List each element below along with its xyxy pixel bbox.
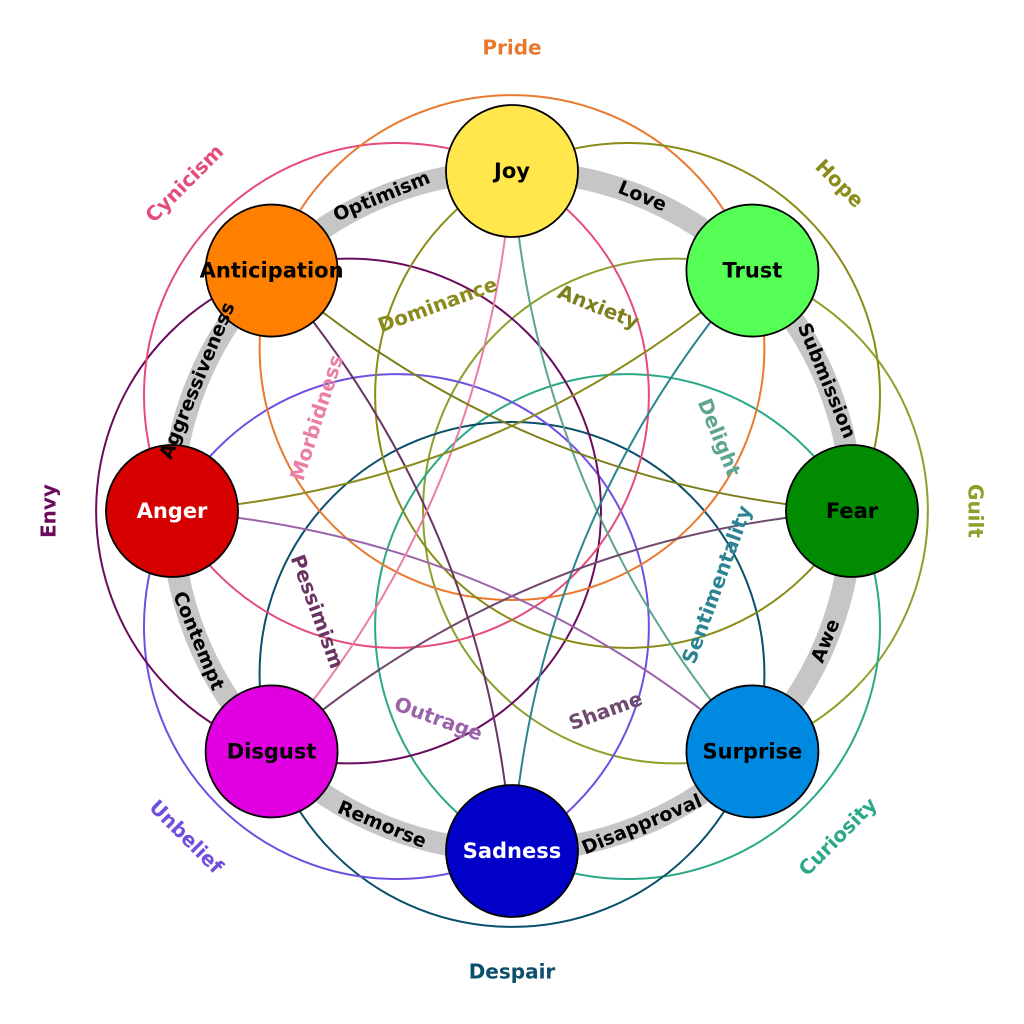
- secondary-arc-pride: [258, 94, 766, 601]
- emotion-nodes: JoyTrustFearSurpriseSadnessDisgustAngerA…: [105, 104, 919, 918]
- emotion-circle-anticipation: [204, 203, 339, 338]
- secondary-arc-envy: [95, 257, 602, 765]
- emotion-label-trust: Trust: [722, 259, 782, 283]
- tertiary-arc-delight: [511, 170, 754, 753]
- emotion-label-sadness: Sadness: [463, 839, 562, 863]
- tertiary-dyad-label-anxiety: Anxiety: [554, 279, 642, 333]
- tertiary-arc-outrage: [171, 510, 754, 753]
- tertiary-dyad-label-dominance: Dominance: [374, 272, 500, 337]
- emotion-node-anticipation: Anticipation: [200, 203, 344, 338]
- primary-dyad-label-awe: Awe: [807, 616, 845, 666]
- emotion-circle-anger: [105, 444, 239, 578]
- primary-dyad-label-remorse: Remorse: [334, 797, 429, 853]
- secondary-arc-hope: [374, 141, 882, 649]
- emotion-circle-disgust: [204, 684, 339, 819]
- secondary-dyad-label-envy: Envy: [37, 484, 61, 538]
- tertiary-dyad-label-shame: Shame: [565, 686, 645, 735]
- tertiary-dyad-label-morbidness: Morbidness: [285, 352, 348, 484]
- emotion-label-anticipation: Anticipation: [200, 259, 344, 283]
- tertiary-arc-pessimism: [270, 269, 513, 852]
- primary-dyad-label-submission: Submission: [793, 320, 860, 442]
- emotion-node-anger: Anger: [105, 444, 239, 578]
- secondary-arc-guilt: [422, 257, 929, 765]
- emotion-node-sadness: Sadness: [445, 784, 579, 918]
- primary-dyad-label-aggressiveness: Aggressiveness: [155, 299, 239, 462]
- secondary-dyad-label-guilt: Guilt: [964, 484, 988, 538]
- emotion-circle-sadness: [445, 784, 579, 918]
- tertiary-arc-shame: [270, 510, 853, 753]
- emotion-circle-fear: [785, 444, 919, 578]
- emotion-node-trust: Trust: [685, 203, 820, 338]
- dyad-arcs: [95, 94, 929, 928]
- primary-dyad-label-love: Love: [615, 177, 670, 217]
- tertiary-dyad-label-delight: Delight: [693, 395, 746, 480]
- emotion-label-disgust: Disgust: [227, 739, 317, 763]
- emotion-circle-surprise: [685, 684, 820, 819]
- tertiary-arc-dominance: [171, 269, 754, 512]
- emotion-node-surprise: Surprise: [685, 684, 820, 819]
- emotion-label-joy: Joy: [492, 159, 530, 183]
- secondary-dyad-label-unbelief: Unbelief: [145, 795, 229, 879]
- secondary-dyad-label-despair: Despair: [469, 960, 556, 984]
- secondary-dyad-label-pride: Pride: [482, 36, 541, 60]
- emotion-node-joy: Joy: [445, 104, 579, 238]
- primary-dyad-label-optimism: Optimism: [330, 167, 433, 227]
- emotion-label-surprise: Surprise: [703, 739, 803, 763]
- tertiary-arc-morbidness: [270, 170, 513, 753]
- tertiary-dyad-label-pessimism: Pessimism: [286, 551, 349, 671]
- secondary-arc-cynicism: [142, 141, 650, 649]
- emotion-node-fear: Fear: [785, 444, 919, 578]
- secondary-arc-curiosity: [374, 373, 882, 881]
- tertiary-arc-anxiety: [270, 269, 853, 512]
- tertiary-arc-sentimentality: [511, 269, 754, 852]
- emotion-circle-trust: [685, 203, 820, 338]
- primary-dyad-label-contempt: Contempt: [168, 588, 229, 693]
- emotion-circle-joy: [445, 104, 579, 238]
- emotion-label-fear: Fear: [826, 499, 879, 523]
- secondary-arc-despair: [258, 421, 766, 928]
- tertiary-dyad-label-outrage: Outrage: [391, 692, 486, 746]
- primary-dyad-label-disapproval: Disapproval: [579, 790, 705, 859]
- emotion-label-anger: Anger: [137, 499, 208, 523]
- emotion-node-disgust: Disgust: [204, 684, 339, 819]
- secondary-dyad-label-hope: Hope: [811, 154, 869, 212]
- secondary-arc-unbelief: [142, 373, 650, 881]
- secondary-dyad-label-cynicism: Cynicism: [140, 139, 228, 227]
